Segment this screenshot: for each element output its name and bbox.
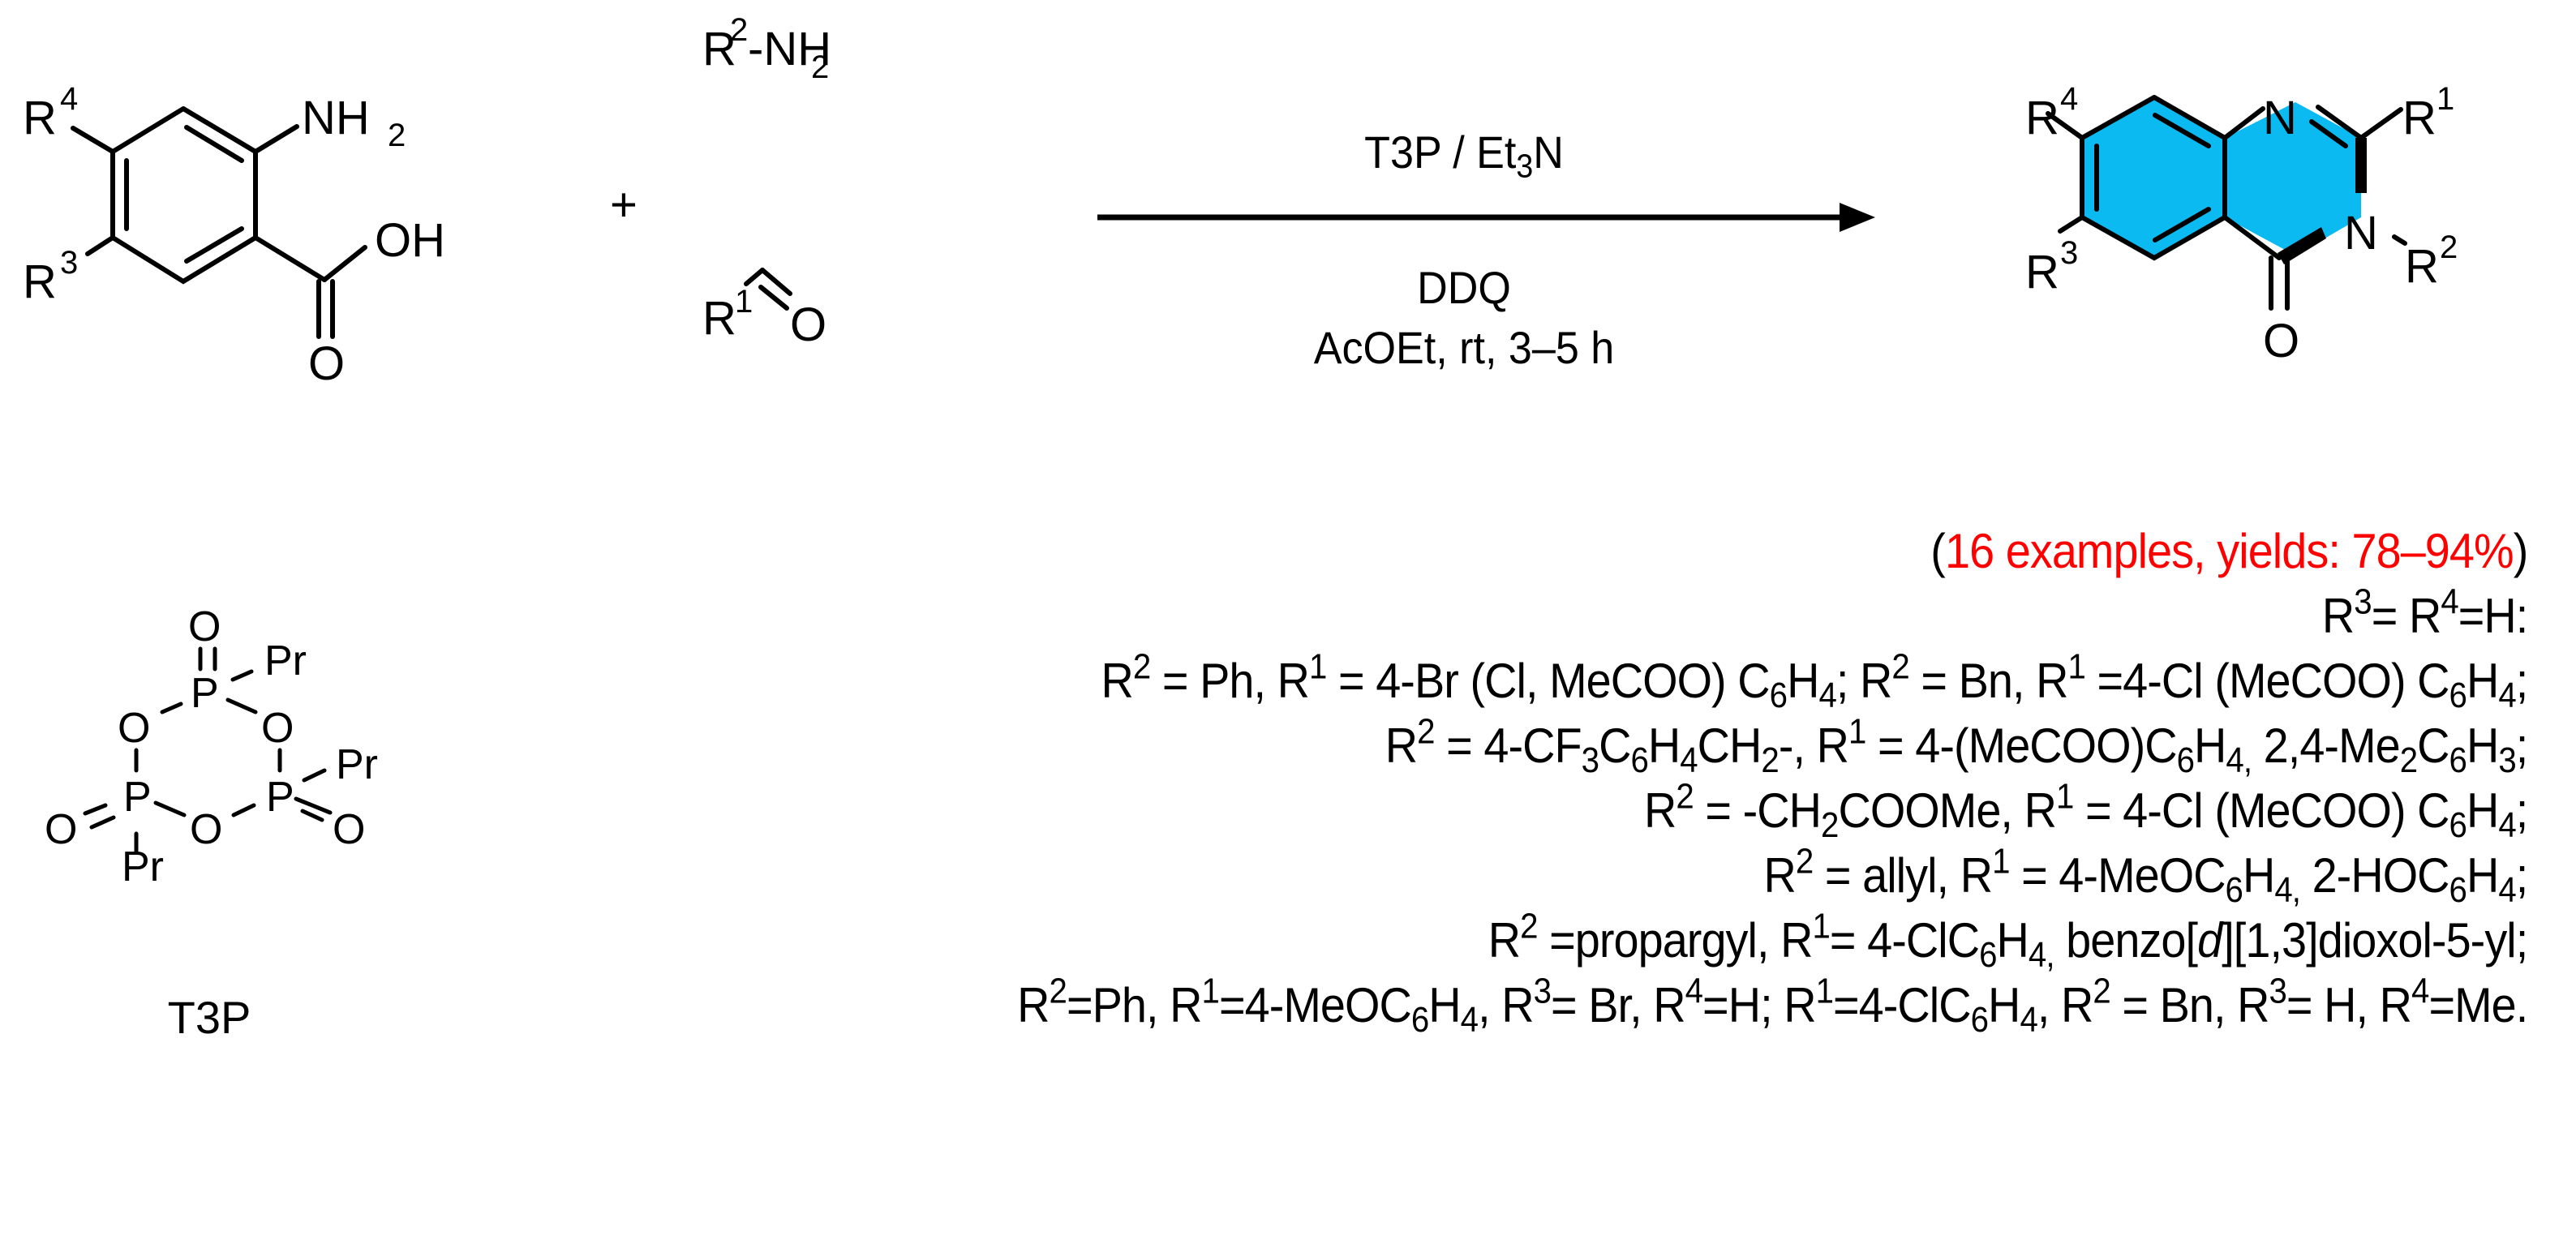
t3p-pr-bottom: Pr: [122, 843, 164, 890]
product-r2-label: R: [2405, 240, 2439, 293]
product-r4-label: R: [2025, 92, 2059, 144]
scope-summary-text: 16 examples, yields: 78–94%: [1944, 524, 2514, 578]
aldehyde-reactant: R 1 O: [702, 268, 826, 351]
anthranilic-acid-labels: R 4 R 3 NH 2 OH O: [23, 81, 445, 390]
t3p-pr-top: Pr: [264, 637, 307, 684]
scope-line-3: R2 = -CH2COOMe, R1 = 4-Cl (MeCOO) C6H4;: [1643, 777, 2528, 846]
scope-line-2: R2 = 4-CF3C6H4CH2-, R1 = 4-(MeCOO)C6H4, …: [1385, 712, 2528, 781]
nh2-label: NH: [302, 92, 370, 144]
anthranilic-acid-structure: [71, 106, 367, 339]
product-r4-superscript: 4: [2060, 81, 2078, 117]
paren-open: (: [1930, 524, 1946, 578]
t3p-p-top: P: [191, 670, 219, 717]
aldehyde-o-label: O: [790, 298, 826, 351]
product-n1-label: N: [2263, 92, 2297, 144]
amine-nh-label: -NH: [748, 23, 831, 75]
scope-condition-header: R3= R4=H:: [2321, 582, 2528, 643]
conditions-ddq: DDQ: [1417, 262, 1511, 313]
carbonyl-o-label: O: [308, 337, 345, 390]
t3p-o-far-right: O: [333, 806, 365, 853]
aldehyde-r-label: R: [702, 292, 736, 345]
r4-superscript: 4: [60, 81, 78, 117]
product-r2-superscript: 2: [2440, 230, 2458, 265]
n-text: N: [1533, 127, 1564, 178]
t3p-et-text: T3P / Et: [1364, 127, 1517, 178]
product-r1-superscript: 1: [2436, 81, 2454, 117]
scope-summary-line: (16 examples, yields: 78–94%): [1017, 519, 2528, 584]
conditions-above-arrow: T3P / Et3N: [1364, 126, 1564, 182]
reaction-arrow: [1097, 203, 1875, 232]
et3n-subscript: 3: [1516, 147, 1534, 185]
scope-line-5: R2 =propargyl, R1= 4-ClC6H4, benzo[d][1,…: [1488, 907, 2528, 976]
r3-superscript: 3: [60, 245, 78, 281]
nh2-subscript: 2: [388, 118, 406, 153]
r4-label: R: [23, 92, 57, 144]
product-r3-superscript: 3: [2060, 235, 2078, 271]
product-n3-label: N: [2344, 207, 2378, 260]
amine-subscript: 2: [811, 49, 829, 85]
amine-r-label: R: [702, 23, 736, 75]
product-r1-label: R: [2402, 92, 2436, 144]
quinazolinone-product: R 4 R 3 N R 1 N R 2 O: [2025, 81, 2458, 367]
substrate-scope-block: (16 examples, yields: 78–94%) R3= R4=H: …: [1016, 519, 2528, 1040]
t3p-o-far-left: O: [45, 806, 77, 853]
amine-r-superscript: 2: [730, 12, 748, 48]
scope-line-4: R2 = allyl, R1 = 4-MeOC6H4, 2-HOC6H4;: [1763, 842, 2528, 911]
r3-label: R: [23, 255, 57, 308]
plus-sign: +: [610, 178, 638, 231]
t3p-o-left: O: [118, 705, 150, 752]
t3p-caption: T3P: [167, 992, 251, 1043]
oh-label: OH: [375, 214, 445, 267]
scope-line-1: R2 = Ph, R1 = 4-Br (Cl, MeCOO) C6H4; R2 …: [1101, 647, 2528, 716]
t3p-o-top: O: [188, 603, 221, 650]
t3p-p-bottom-left: P: [123, 774, 152, 821]
scope-line-6: R2=Ph, R1=4-MeOC6H4, R3= Br, R4=H; R1=4-…: [1016, 972, 2528, 1040]
amine-reactant: R 2 -NH 2: [702, 12, 831, 85]
conditions-solvent-time: AcOEt, rt, 3–5 h: [1313, 322, 1615, 373]
t3p-structure: O P Pr O O P P Pr O O O Pr: [45, 603, 378, 890]
t3p-pr-right: Pr: [336, 741, 378, 788]
t3p-o-bottom: O: [190, 806, 222, 853]
t3p-p-bottom-right: P: [266, 774, 294, 821]
paren-close: ): [2513, 524, 2528, 578]
product-carbonyl-o-label: O: [2263, 315, 2299, 367]
ring-highlight: [2225, 102, 2361, 255]
aldehyde-r-superscript: 1: [735, 284, 753, 320]
product-r3-label: R: [2025, 246, 2059, 298]
t3p-o-right: O: [261, 705, 294, 752]
